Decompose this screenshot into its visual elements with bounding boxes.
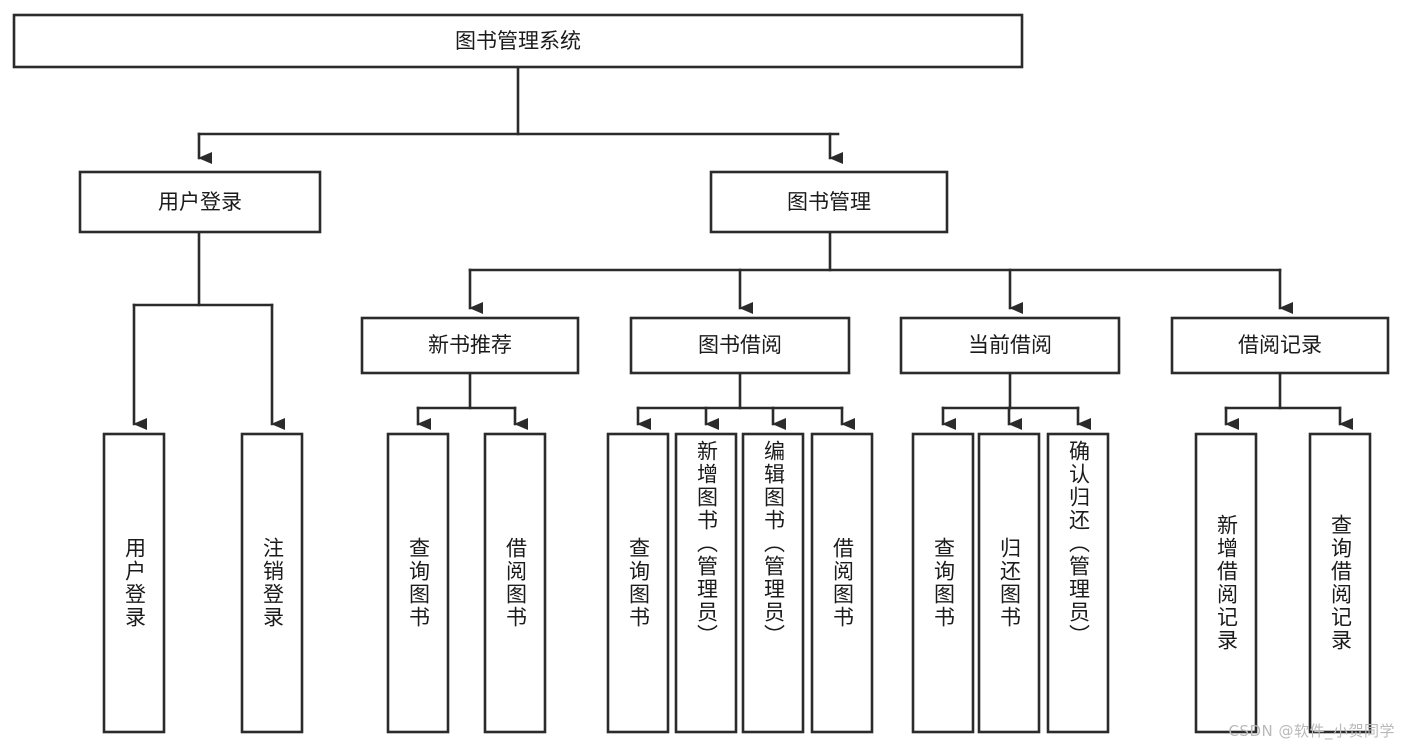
csdn-watermark: CSDN @软件_小贺同学: [1228, 722, 1395, 740]
node-current-borrow-label: 当前借阅: [968, 333, 1052, 357]
leaf-box-6[interactable]: [674, 432, 738, 734]
connector-record-to-leaves: [1224, 371, 1353, 430]
leaf-box-13[interactable]: [1308, 432, 1372, 734]
node-root[interactable]: 图书管理系统: [12, 13, 1024, 69]
leaf-box-9[interactable]: [911, 432, 975, 734]
leaf-box-4[interactable]: [483, 432, 547, 734]
leaf-box-10[interactable]: [977, 432, 1041, 734]
leaf-box-3[interactable]: [386, 432, 450, 734]
node-book-borrow-label: 图书借阅: [698, 333, 782, 357]
node-new-book-recommend-label: 新书推荐: [428, 333, 512, 357]
connector-current-to-leaves: [941, 371, 1091, 430]
node-new-book-recommend[interactable]: 新书推荐: [360, 316, 580, 375]
connector-bookmgr-to-level3: [468, 230, 1293, 314]
leaf-box-12[interactable]: [1194, 432, 1258, 734]
leaf-box-11[interactable]: [1046, 432, 1110, 734]
leaf-box-2[interactable]: [240, 432, 304, 734]
node-user-login[interactable]: 用户登录: [78, 170, 322, 234]
node-root-label: 图书管理系统: [455, 29, 581, 53]
node-borrow-record-label: 借阅记录: [1238, 333, 1322, 357]
leaf-box-7[interactable]: [741, 432, 805, 734]
node-user-login-label: 用户登录: [158, 190, 242, 214]
node-borrow-record[interactable]: 借阅记录: [1170, 316, 1390, 375]
connector-newbook-to-leaves: [416, 371, 528, 430]
node-book-borrow[interactable]: 图书借阅: [629, 316, 851, 375]
leaf-boxes: [102, 432, 1372, 734]
connector-login-to-leaves: [132, 230, 285, 430]
connector-root-to-level2: [197, 65, 843, 164]
leaf-box-1[interactable]: [102, 432, 166, 734]
node-book-management[interactable]: 图书管理: [709, 170, 949, 234]
connector-borrow-to-leaves: [636, 371, 855, 430]
leaf-box-5[interactable]: [606, 432, 670, 734]
node-current-borrow[interactable]: 当前借阅: [899, 316, 1121, 375]
node-book-management-label: 图书管理: [787, 190, 871, 214]
leaf-box-8[interactable]: [810, 432, 874, 734]
